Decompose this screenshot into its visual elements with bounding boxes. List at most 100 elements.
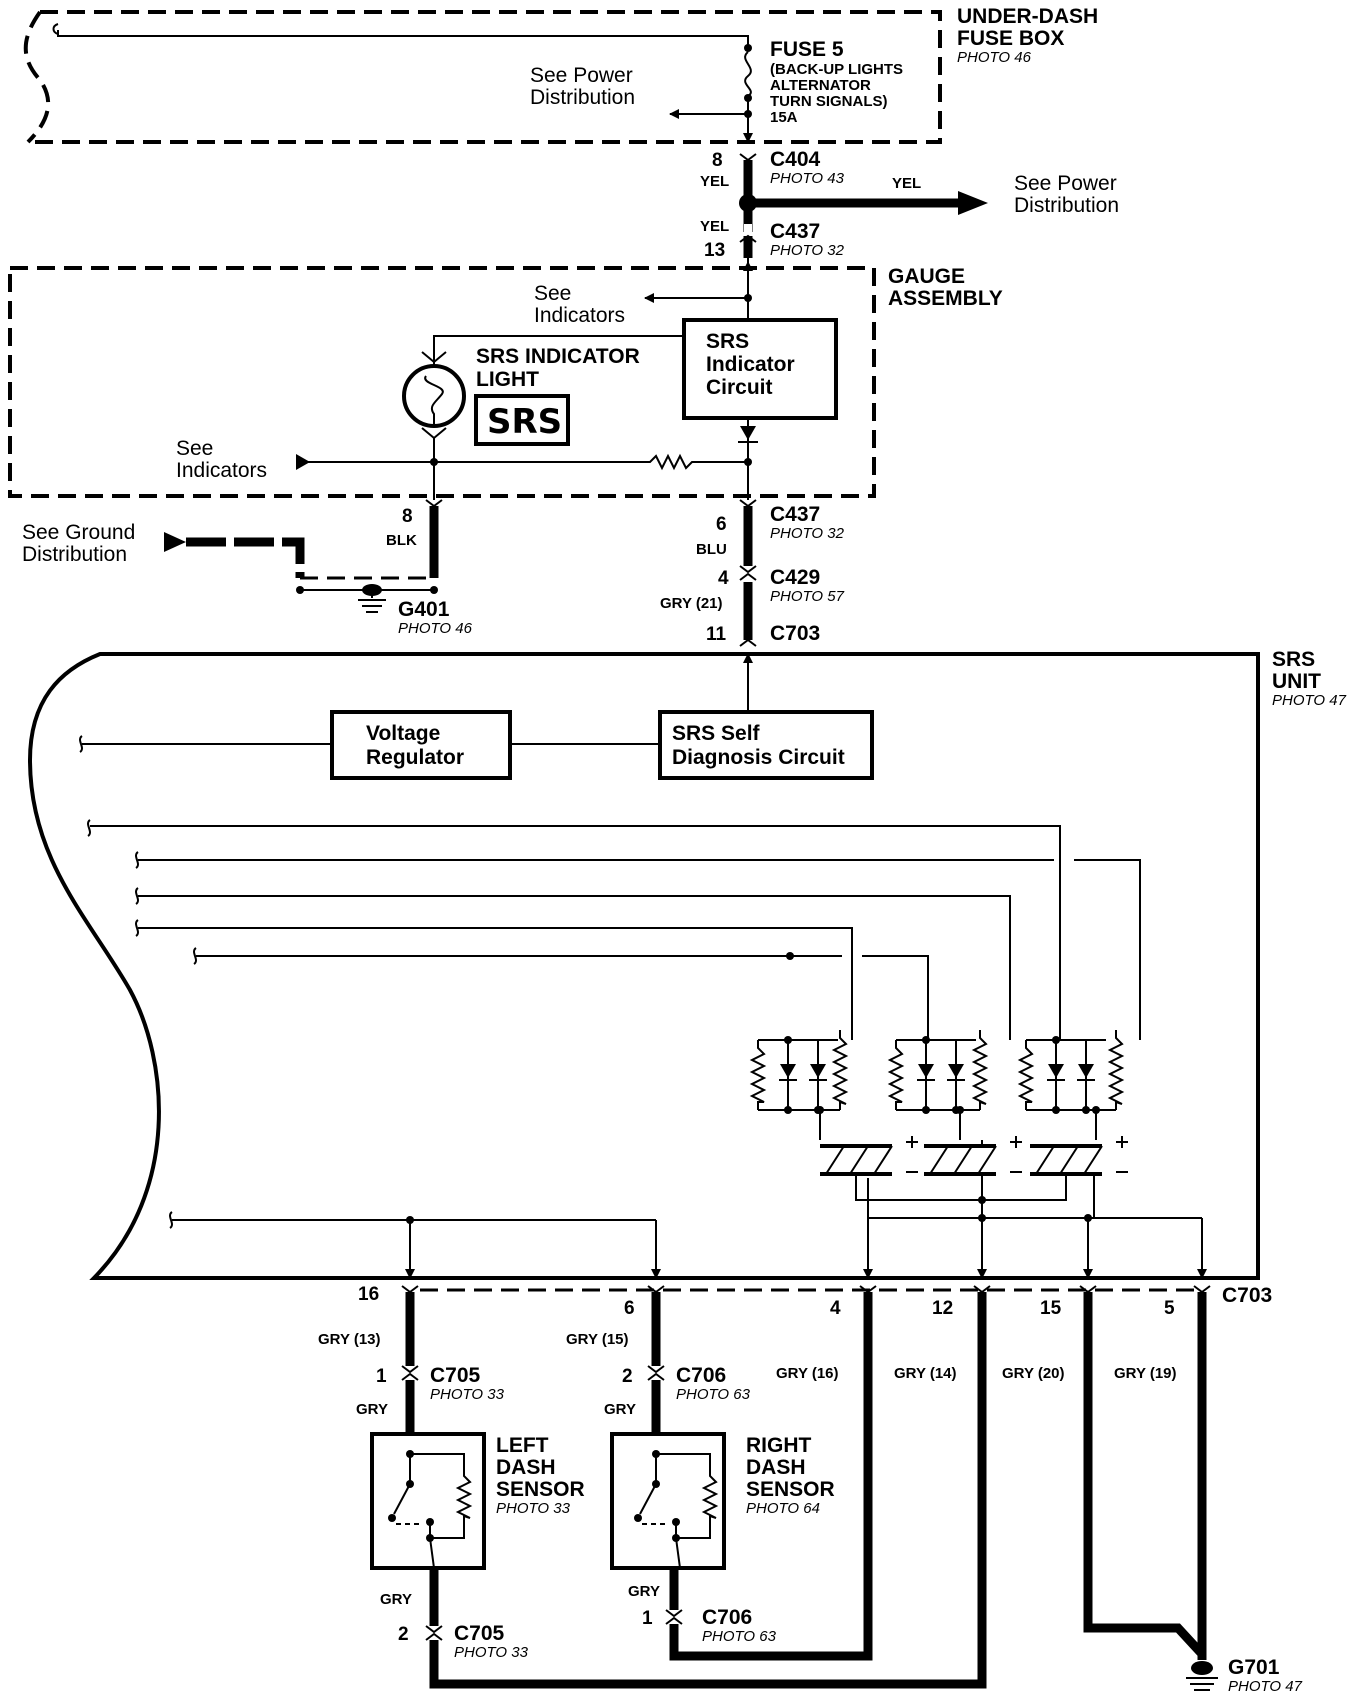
c705-bottom-wire: GRY xyxy=(380,1591,412,1608)
c404-label: C404 xyxy=(770,148,821,171)
srs-unit-outline xyxy=(27,652,1260,1280)
c705-top-connector xyxy=(401,1365,419,1381)
power-dist-1-line2: Distribution xyxy=(530,86,635,109)
capacitor-hatch xyxy=(1035,1145,1103,1175)
resistor-icon xyxy=(971,1030,989,1110)
wire-gry13: GRY (13) xyxy=(318,1331,381,1348)
c705-top-label: C705 xyxy=(430,1364,481,1387)
c437-top-wire-color: YEL xyxy=(700,218,729,235)
c703-pin-16: 16 xyxy=(358,1284,379,1305)
c705-bottom-connector xyxy=(425,1625,443,1641)
wire xyxy=(410,1453,465,1468)
connector-pin xyxy=(1193,1285,1211,1294)
ground-dist-arrow xyxy=(164,532,186,552)
capacitor-icon xyxy=(1030,1144,1102,1176)
left-sensor-line3: SENSOR xyxy=(496,1478,585,1501)
wire-gry14 xyxy=(429,1292,987,1689)
resistor-icon xyxy=(887,1040,905,1110)
srs-light-line2: LIGHT xyxy=(476,368,539,391)
c429-pin: 4 xyxy=(718,568,729,589)
srs-badge-text: SRS xyxy=(487,402,562,442)
resistor-icon xyxy=(701,1468,719,1524)
g401-photo: PHOTO 46 xyxy=(398,620,473,637)
node xyxy=(922,1106,930,1114)
c437-top-label: C437 xyxy=(770,220,820,243)
fuse-rating: 15A xyxy=(770,109,798,126)
c437-bottom-label: C437 xyxy=(770,503,820,526)
fuse-desc-3: TURN SIGNALS) xyxy=(770,93,888,110)
resistor-icon xyxy=(831,1030,849,1110)
ground-dist-line1: See Ground xyxy=(22,521,135,544)
sensor-switch-icons xyxy=(388,1450,719,1569)
polarity-marks xyxy=(906,1136,918,1173)
voltage-reg-line2: Regulator xyxy=(366,746,464,769)
srs-light-line1: SRS INDICATOR xyxy=(476,345,640,368)
connector-pin xyxy=(401,1285,419,1294)
c706-top-connector xyxy=(647,1365,665,1381)
node xyxy=(1052,1036,1060,1044)
node xyxy=(672,1534,680,1542)
right-sensor-line1: RIGHT xyxy=(746,1434,812,1457)
c706-top-wire: GRY xyxy=(604,1401,636,1418)
c706-bottom-connector xyxy=(665,1609,683,1625)
resistor-icon xyxy=(1017,1040,1035,1110)
gauge-title-2: ASSEMBLY xyxy=(888,287,1003,310)
resistor-icon xyxy=(296,453,748,471)
c706-bottom-label: C706 xyxy=(702,1606,752,1629)
wire xyxy=(680,1524,711,1539)
c705-top-pin: 1 xyxy=(376,1366,387,1387)
right-sensor-line3: SENSOR xyxy=(746,1478,835,1501)
capacitor-icon xyxy=(924,1144,996,1176)
srs-circuit-line2: Indicator xyxy=(706,353,795,376)
c705-bottom-label: C705 xyxy=(454,1622,505,1645)
see-indicators-2-line1: See xyxy=(176,437,213,460)
switch-blade xyxy=(393,1483,411,1515)
switch-contact xyxy=(388,1514,396,1522)
fuse-desc-1: (BACK-UP LIGHTS xyxy=(770,61,903,78)
resistor-icon xyxy=(1107,1030,1125,1110)
capacitor-groups xyxy=(820,1136,1128,1201)
c703-pin-5: 5 xyxy=(1164,1298,1175,1319)
diode-icon xyxy=(1078,1064,1094,1078)
wire-gry15: GRY (15) xyxy=(566,1331,629,1348)
under-dash-fuse-box xyxy=(23,10,942,144)
fuse-desc-2: ALTERNATOR xyxy=(770,77,871,94)
srs-unit-title-2: UNIT xyxy=(1272,670,1321,693)
switch-blade xyxy=(639,1483,657,1515)
c703-top-label: C703 xyxy=(770,622,820,645)
c429-photo: PHOTO 57 xyxy=(770,588,845,605)
polarity-marks xyxy=(1010,1136,1022,1173)
c429-wire-color: GRY (21) xyxy=(660,595,723,612)
wire-gry20 xyxy=(1083,1292,1206,1658)
wire xyxy=(434,1524,465,1539)
left-sensor-line1: LEFT xyxy=(496,1434,549,1457)
left-sensor-line2: DASH xyxy=(496,1456,556,1479)
c706-top-photo: PHOTO 63 xyxy=(676,1386,751,1403)
right-sensor-line2: DASH xyxy=(746,1456,806,1479)
wire-gry14: GRY (14) xyxy=(894,1365,957,1382)
resistor-icon xyxy=(455,1468,473,1524)
power-dist-2-line2: Distribution xyxy=(1014,194,1119,217)
g401-label: G401 xyxy=(398,598,450,621)
voltage-reg-line1: Voltage xyxy=(366,722,440,745)
c703-pin-6: 6 xyxy=(624,1298,635,1319)
wire-gry16 xyxy=(669,1292,873,1661)
self-diag-line1: SRS Self xyxy=(672,722,761,745)
srs-indicator-circuit-box xyxy=(682,318,838,420)
see-indicators-1-line1: See xyxy=(534,282,571,305)
capacitor-hatch xyxy=(825,1145,893,1175)
see-indicators-1-line2: Indicators xyxy=(534,304,625,327)
c703-pin-12: 12 xyxy=(932,1298,953,1319)
ground-dist-line2: Distribution xyxy=(22,543,127,566)
c705-bottom-pin: 2 xyxy=(398,1624,409,1645)
node xyxy=(1082,1106,1090,1114)
left-sensor-photo: PHOTO 33 xyxy=(496,1500,571,1517)
ground-pin: 8 xyxy=(402,506,413,527)
g701-photo: PHOTO 47 xyxy=(1228,1678,1303,1695)
resistor-icon xyxy=(749,1040,767,1110)
diode-icon xyxy=(948,1064,964,1078)
gauge-assembly-box xyxy=(8,266,876,498)
polarity-marks xyxy=(1116,1136,1128,1173)
node xyxy=(426,1534,434,1542)
